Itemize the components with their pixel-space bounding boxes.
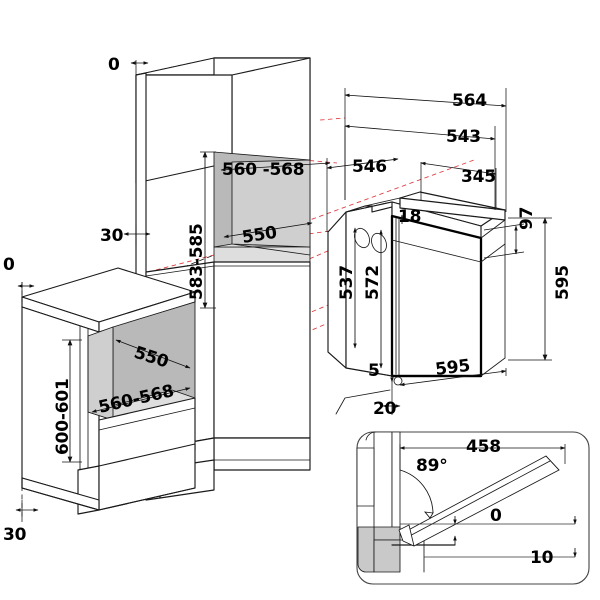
label-oven-cutout-width: 543 (446, 127, 481, 147)
under-counter-plinth (21, 397, 196, 515)
label-oven-top-width: 564 (452, 91, 487, 111)
door-angle-arc (399, 469, 434, 514)
label-uc-floor-gap: 30 (3, 525, 27, 545)
label-oven-top-step: 18 (398, 207, 421, 227)
label-uc-top-gap: 0 (3, 255, 15, 275)
label-door-sill-zero: 0 (490, 506, 502, 526)
view-tall-housing (135, 57, 311, 501)
label-oven-front-panel-width: 595 (434, 356, 471, 380)
label-oven-bottom-step: 5 (368, 361, 380, 381)
label-tall-niche-height: 583-585 (187, 223, 207, 300)
under-counter-worktop (21, 267, 196, 333)
door-angle-arrow (423, 511, 434, 519)
label-door-open-angle: 89° (416, 456, 448, 476)
door-detail-cabinet (356, 431, 401, 533)
label-oven-cavity-height: 537 (337, 265, 357, 300)
label-door-sill-drop: 10 (530, 548, 554, 568)
label-oven-front-panel-height: 595 (553, 265, 573, 300)
label-oven-body-height: 572 (363, 265, 383, 300)
label-door-open-reach: 458 (466, 437, 501, 457)
door-detail-frame (356, 431, 590, 585)
label-tall-niche-width: 560 -568 (222, 160, 304, 180)
label-oven-front-height-top: 97 (517, 207, 537, 230)
label-tall-side-gap: 30 (100, 226, 124, 246)
label-oven-depth: 546 (352, 157, 387, 177)
label-oven-control-offset: 345 (461, 167, 496, 187)
tall-housing-body (135, 57, 311, 333)
oven-front-panel (390, 214, 506, 378)
label-uc-height: 600-601 (53, 378, 73, 455)
view-door-detail (356, 431, 590, 585)
label-oven-foot-offset: 20 (373, 399, 397, 419)
dimension-lines (15, 60, 577, 558)
door-detail-leaf (398, 455, 560, 547)
label-tall-top-gap: 0 (108, 55, 120, 75)
